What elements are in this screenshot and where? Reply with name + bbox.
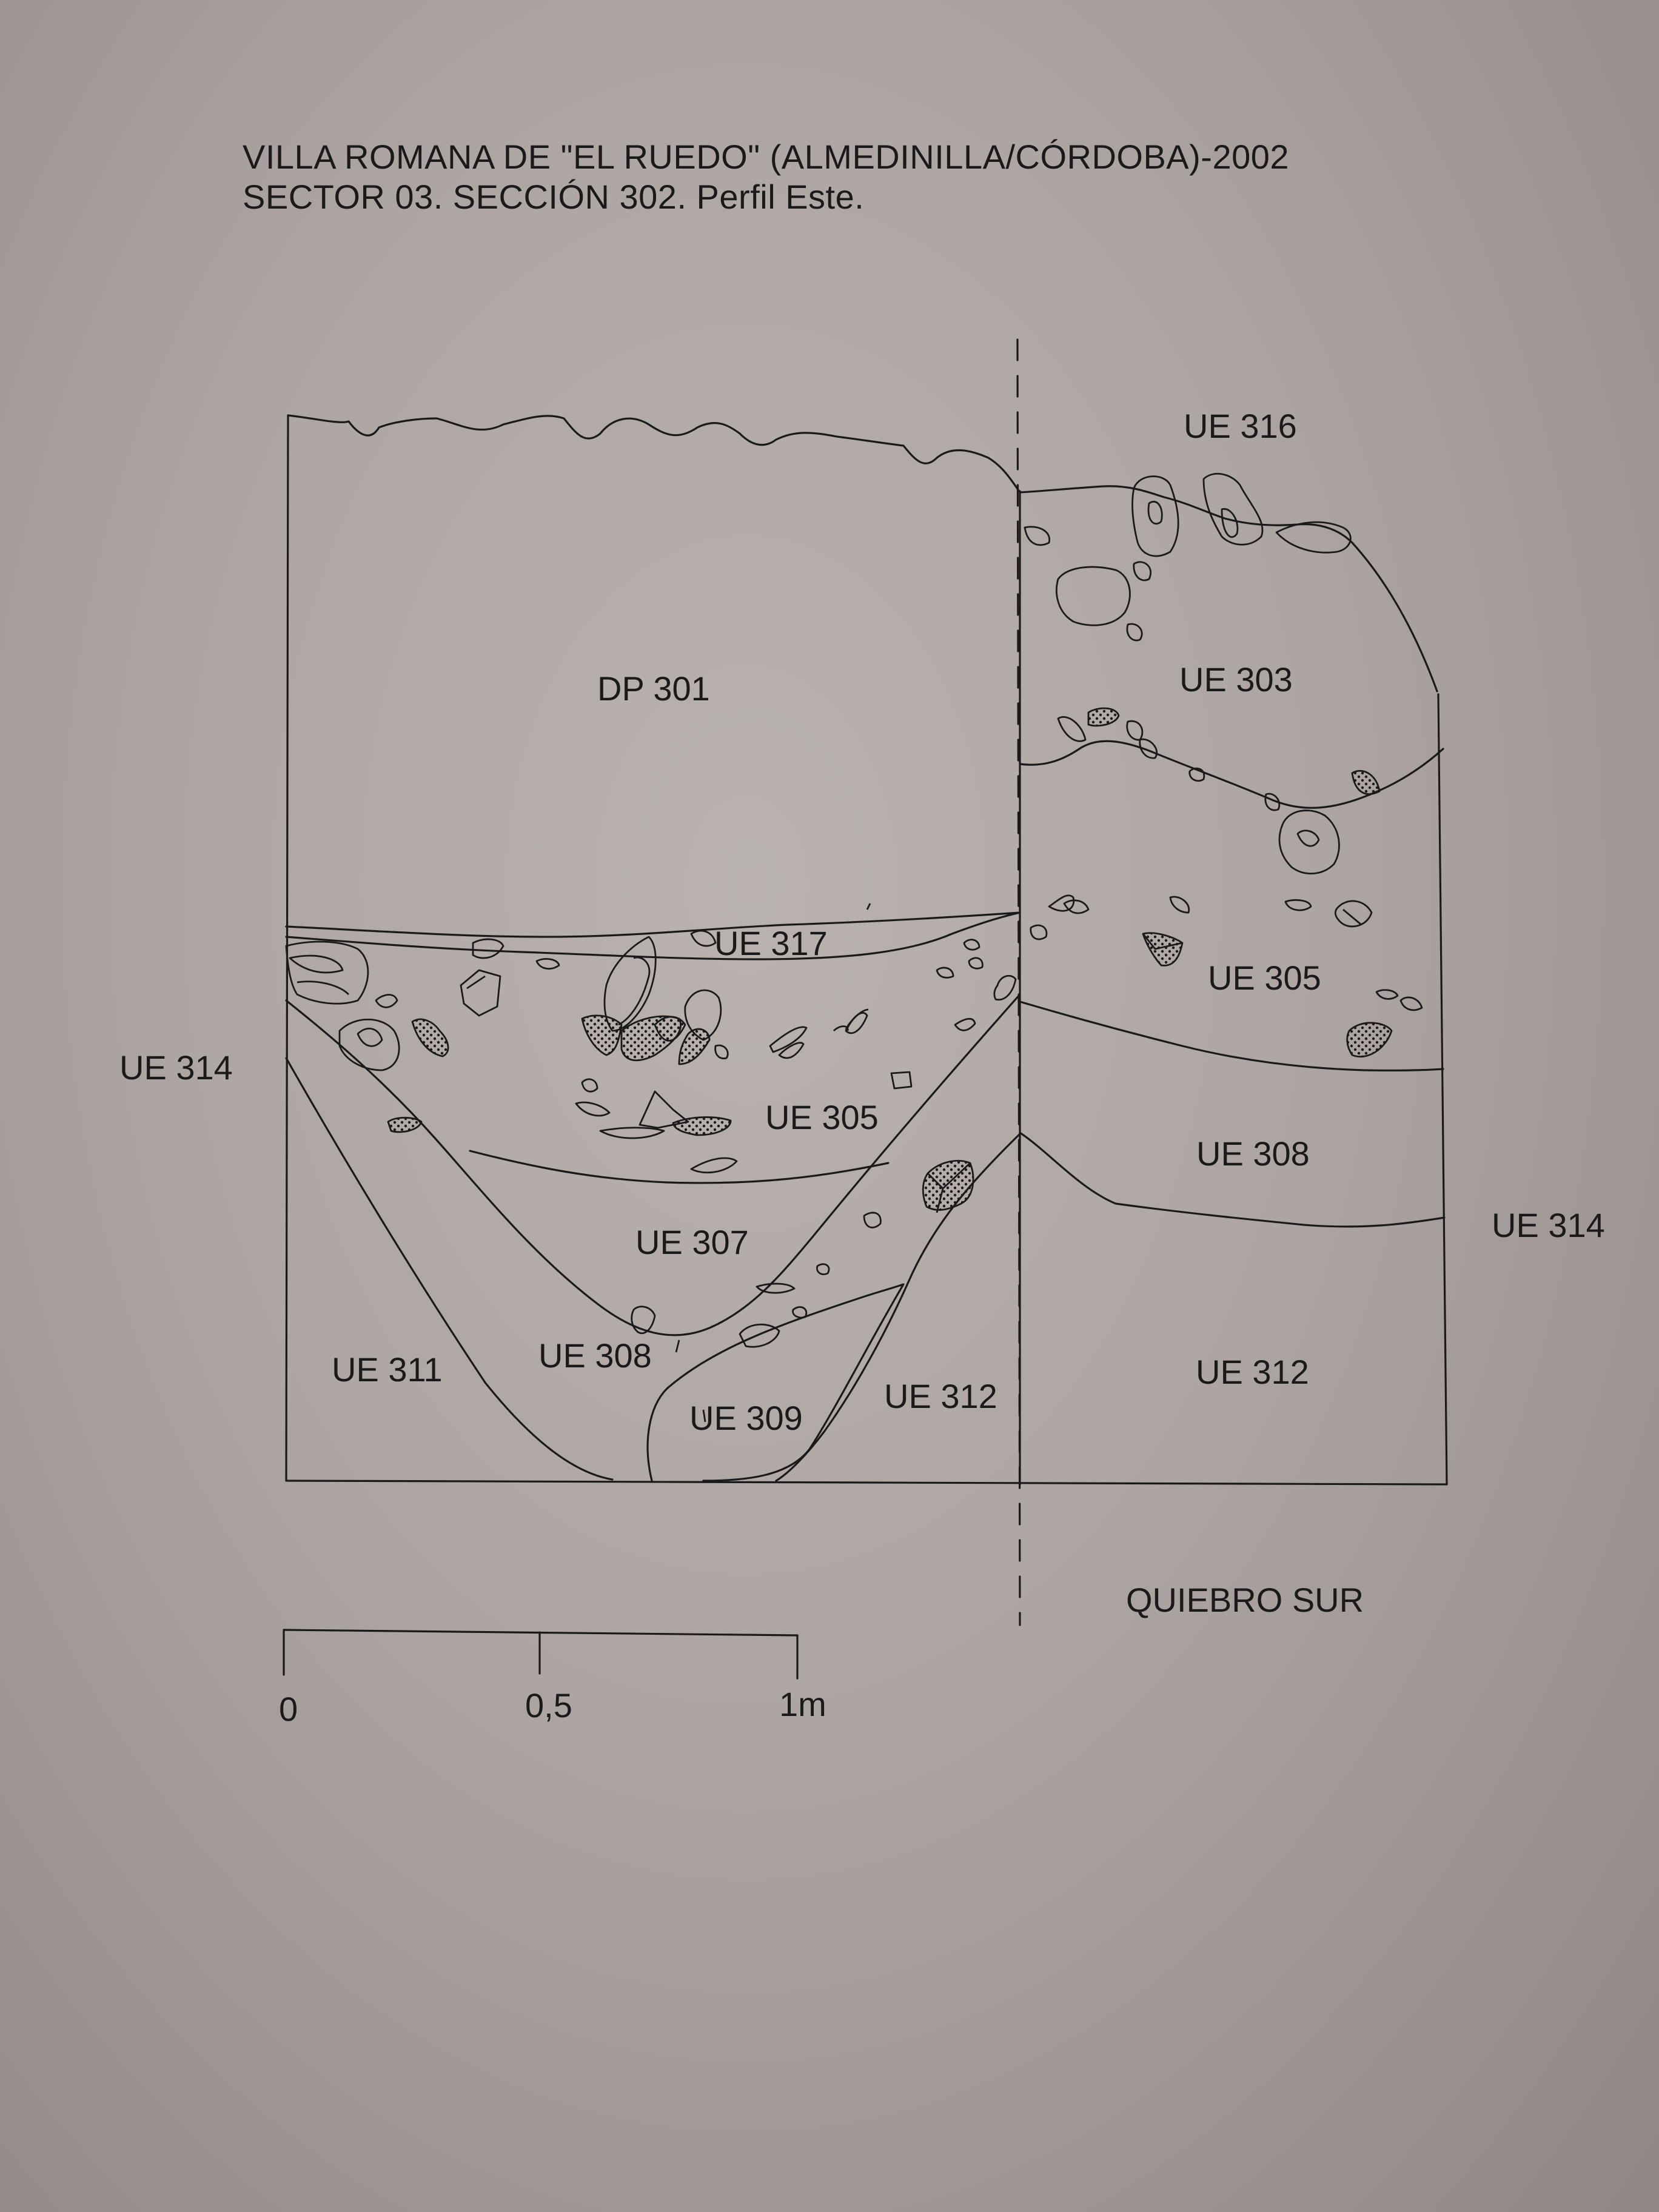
label-ue317: UE 317 — [714, 924, 828, 962]
ue305-base-right — [1019, 1000, 1444, 1071]
label-ue308-right: UE 308 — [1196, 1134, 1310, 1173]
scale-label-half: 0,5 — [525, 1686, 572, 1724]
ue309-lens — [646, 1283, 905, 1482]
label-ue303: UE 303 — [1179, 660, 1293, 699]
label-ue314-left: UE 314 — [119, 1048, 233, 1087]
stones — [285, 473, 1423, 1423]
label-ue309: UE 309 — [689, 1399, 803, 1437]
surface-line — [287, 414, 1021, 494]
ue311-boundary — [285, 1057, 614, 1481]
quiebro-dashed-line — [1016, 338, 1021, 1626]
dp301-base — [285, 911, 1021, 938]
label-ue305-right: UE 305 — [1208, 959, 1321, 997]
ue303-base — [1019, 740, 1444, 809]
frame-right-edge — [1437, 693, 1448, 1486]
ue317-base — [285, 911, 1021, 960]
label-ue307: UE 307 — [635, 1223, 749, 1261]
scale-label-0: 0 — [279, 1690, 298, 1728]
scale-bar: 0 0,5 1m — [279, 1629, 826, 1728]
label-quiebro-sur: QUIEBRO SUR — [1126, 1581, 1364, 1619]
ue308-base-right — [1019, 1131, 1446, 1228]
right-section-boundaries — [1019, 485, 1446, 1228]
ue307-pit — [285, 993, 1021, 1336]
ue312-boundary — [775, 1133, 1021, 1482]
scale-label-1m: 1m — [779, 1685, 826, 1723]
frame-bottom-edge — [285, 1480, 1448, 1486]
label-ue312-left: UE 312 — [884, 1377, 997, 1415]
title-line-1: VILLA ROMANA DE "EL RUEDO" (ALMEDINILLA/… — [243, 138, 1290, 176]
section-labels: DP 301 UE 317 UE 305 UE 307 UE 308 UE 30… — [119, 407, 1605, 1619]
label-ue312-right: UE 312 — [1196, 1353, 1309, 1391]
title-line-2: SECTOR 03. SECCIÓN 302. Perfil Este. — [243, 178, 865, 216]
page-title: VILLA ROMANA DE "EL RUEDO" (ALMEDINILLA/… — [243, 137, 1289, 217]
label-ue316: UE 316 — [1184, 407, 1297, 445]
ue305-base — [469, 1150, 890, 1184]
label-ue308-left: UE 308 — [538, 1336, 652, 1375]
label-ue314-right: UE 314 — [1492, 1206, 1605, 1244]
label-ue311: UE 311 — [332, 1350, 443, 1389]
label-ue305-left: UE 305 — [765, 1098, 879, 1136]
label-dp301: DP 301 — [597, 669, 710, 708]
